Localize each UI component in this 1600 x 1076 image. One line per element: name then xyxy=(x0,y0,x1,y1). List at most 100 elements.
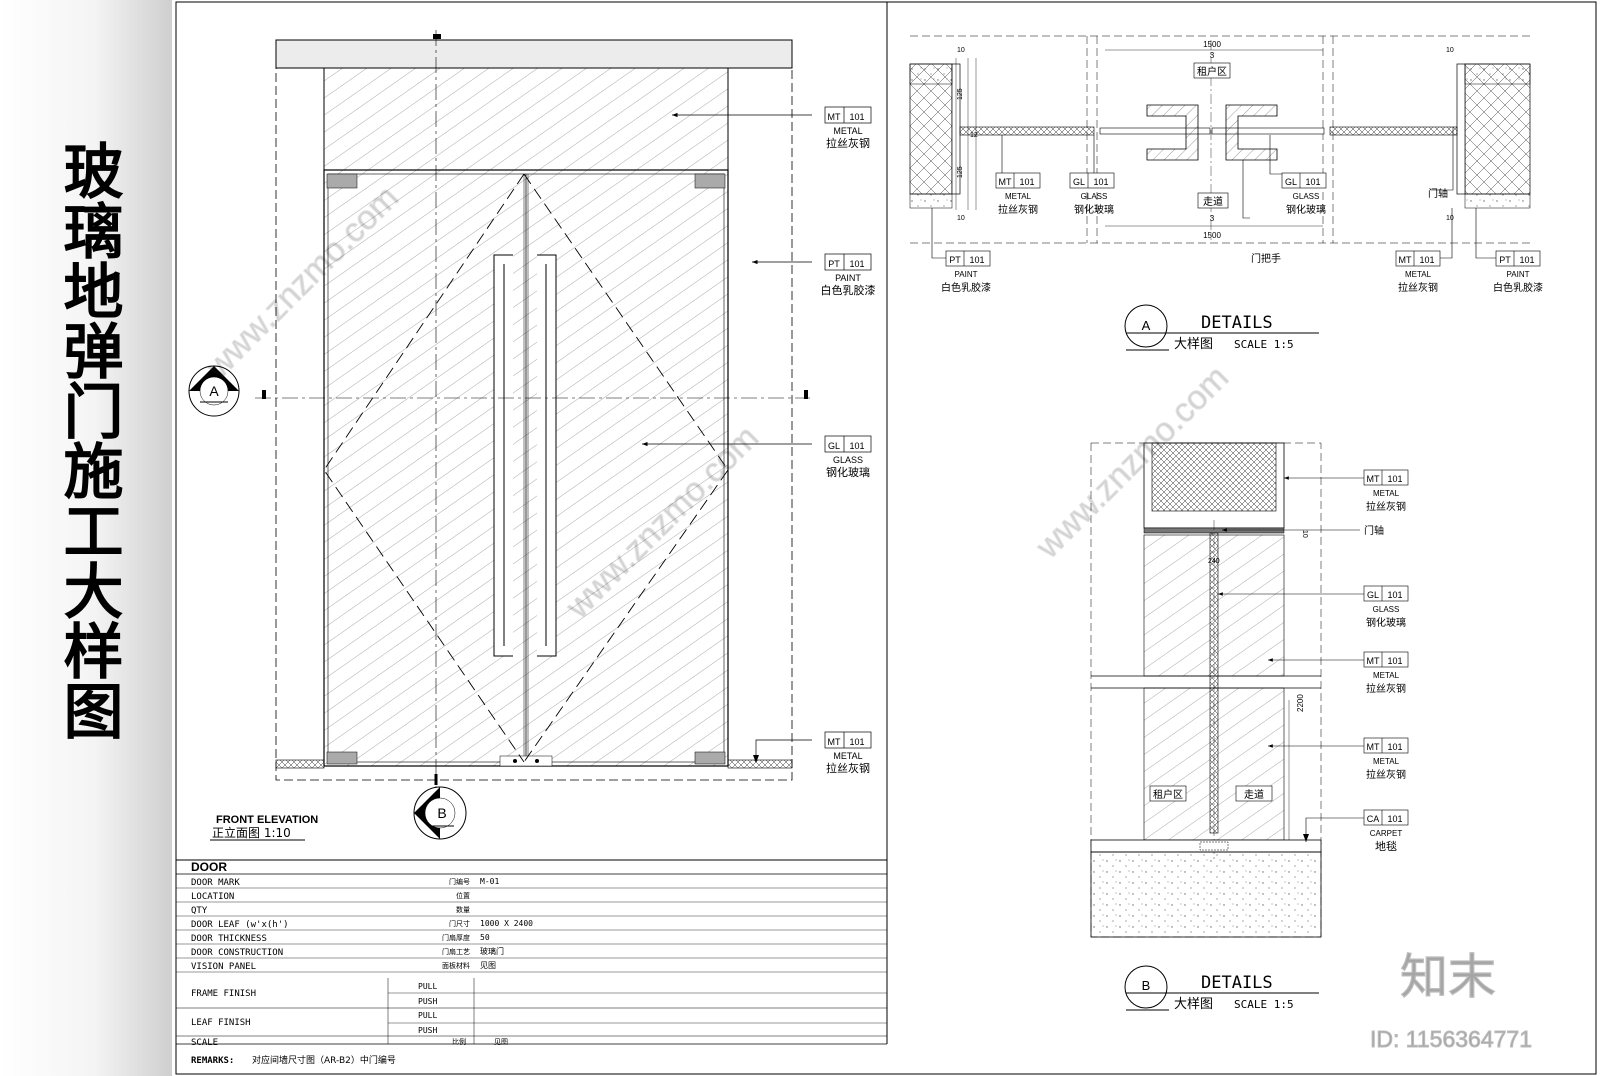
marker-a-letter: A xyxy=(209,383,219,399)
svg-text:比例: 比例 xyxy=(452,1037,466,1046)
svg-text:MT: MT xyxy=(999,177,1012,187)
svg-text:CARPET: CARPET xyxy=(1370,829,1403,838)
svg-text:101: 101 xyxy=(1519,255,1534,265)
svg-text:钢化玻璃: 钢化玻璃 xyxy=(1366,616,1406,629)
svg-text:GL: GL xyxy=(1073,177,1085,187)
detail-b-section: 10 240 2200 租户区 走道 MT 101 METAL 拉丝灰钢 门轴 … xyxy=(1090,442,1409,938)
svg-text:10: 10 xyxy=(957,47,965,54)
callout-pt-wall: PT 101 PAINT 白色乳胶漆 xyxy=(752,253,876,297)
svg-text:240: 240 xyxy=(1208,558,1220,565)
svg-text:大样图: 大样图 xyxy=(1174,997,1213,1012)
schedule-row-label: DOOR THICKNESS xyxy=(191,934,267,944)
section-marker-a: A xyxy=(188,365,240,417)
svg-text:大样图: 大样图 xyxy=(1174,337,1213,352)
schedule-row-cn: 数量 xyxy=(456,905,470,914)
watermark: 知末 ID: 1156364771 xyxy=(1370,948,1533,1052)
svg-text:PAINT: PAINT xyxy=(955,270,978,279)
schedule-header: DOOR xyxy=(191,860,227,874)
svg-text:101: 101 xyxy=(849,737,864,747)
svg-text:白色乳胶漆: 白色乳胶漆 xyxy=(941,281,991,294)
svg-text:钢化玻璃: 钢化玻璃 xyxy=(1286,203,1326,216)
svg-text:10: 10 xyxy=(1446,47,1454,54)
remarks-text: 对应间墙尺寸图（AR-B2）中门编号 xyxy=(252,1054,396,1066)
svg-text:101: 101 xyxy=(1093,177,1108,187)
svg-text:101: 101 xyxy=(1019,177,1034,187)
schedule-row-value: 50 xyxy=(480,933,490,942)
svg-text:1500: 1500 xyxy=(1203,40,1221,49)
svg-text:PT: PT xyxy=(1499,255,1511,265)
svg-text:B: B xyxy=(1142,978,1151,993)
detail-a-title: A DETAILS 大样图 SCALE 1:5 xyxy=(1124,304,1319,352)
schedule-row-label: QTY xyxy=(191,906,208,916)
svg-text:租户区: 租户区 xyxy=(1197,65,1227,78)
svg-text:METAL: METAL xyxy=(1373,757,1400,766)
svg-text:PAINT: PAINT xyxy=(1507,270,1530,279)
sheet-title: 玻璃地弹门施工大样图 xyxy=(53,140,123,740)
svg-text:101: 101 xyxy=(1387,742,1402,752)
leaf-finish-label: LEAF FINISH xyxy=(191,1018,251,1028)
schedule-row-value: 玻璃门 xyxy=(480,946,504,956)
svg-text:MT: MT xyxy=(1367,656,1380,666)
svg-text:DETAILS: DETAILS xyxy=(1201,973,1273,993)
svg-text:10: 10 xyxy=(1301,530,1308,538)
callout-mt-base: MT 101 METAL 拉丝灰钢 xyxy=(753,731,872,775)
svg-text:METAL: METAL xyxy=(1373,489,1400,498)
front-elevation-subtitle: 正立面图 1:10 xyxy=(212,825,291,840)
section-marker-b: B xyxy=(413,786,467,840)
svg-text:SCALE: SCALE xyxy=(191,1038,218,1048)
svg-text:GL: GL xyxy=(1367,590,1379,600)
label-pivot-a: 门轴 xyxy=(1428,187,1448,200)
schedule-row-label: DOOR LEAF (w'x(h') xyxy=(191,920,289,930)
svg-text:METAL: METAL xyxy=(1005,192,1032,201)
svg-text:走道: 走道 xyxy=(1244,788,1264,801)
svg-text:101: 101 xyxy=(849,259,864,269)
svg-text:101: 101 xyxy=(849,441,864,451)
svg-text:拉丝灰钢: 拉丝灰钢 xyxy=(826,136,870,150)
svg-text:3: 3 xyxy=(1210,214,1215,223)
svg-text:METAL: METAL xyxy=(1373,671,1400,680)
schedule-row-value: 1000 X 2400 xyxy=(480,919,533,928)
remarks-label: REMARKS: xyxy=(191,1056,234,1066)
svg-text:拉丝灰钢: 拉丝灰钢 xyxy=(1366,500,1406,513)
svg-text:10: 10 xyxy=(1446,215,1454,222)
detail-b-title: B DETAILS 大样图 SCALE 1:5 xyxy=(1124,965,1319,1012)
svg-text:101: 101 xyxy=(969,255,984,265)
callout-mt-top: MT 101 METAL 拉丝灰钢 xyxy=(672,106,872,150)
svg-text:PAINT: PAINT xyxy=(835,273,861,283)
front-elevation-title: FRONT ELEVATION xyxy=(216,814,318,826)
svg-text:101: 101 xyxy=(1387,474,1402,484)
svg-text:MT: MT xyxy=(1367,474,1380,484)
frame-finish-label: FRAME FINISH xyxy=(191,989,256,999)
svg-text:3: 3 xyxy=(1210,51,1215,60)
svg-text:PUSH: PUSH xyxy=(418,1026,437,1035)
svg-text:PUSH: PUSH xyxy=(418,997,437,1006)
svg-text:101: 101 xyxy=(1305,177,1320,187)
watermark-id: ID: 1156364771 xyxy=(1370,1026,1532,1052)
svg-text:101: 101 xyxy=(849,112,864,122)
schedule-row-label: DOOR MARK xyxy=(191,878,240,888)
svg-text:钢化玻璃: 钢化玻璃 xyxy=(1074,203,1114,216)
svg-text:租户区: 租户区 xyxy=(1153,788,1183,801)
svg-text:GL: GL xyxy=(828,441,840,451)
svg-text:SCALE 1:5: SCALE 1:5 xyxy=(1234,998,1294,1011)
svg-text:GL: GL xyxy=(1285,177,1297,187)
schedule-row-cn: 门扇工艺 xyxy=(442,947,470,956)
svg-text:A: A xyxy=(1142,318,1151,333)
svg-text:SCALE 1:5: SCALE 1:5 xyxy=(1234,338,1294,351)
sheet-border xyxy=(175,1,1597,1075)
svg-text:拉丝灰钢: 拉丝灰钢 xyxy=(998,203,1038,216)
svg-text:钢化玻璃: 钢化玻璃 xyxy=(826,465,870,479)
svg-text:GLASS: GLASS xyxy=(1293,192,1320,201)
svg-text:PT: PT xyxy=(949,255,961,265)
svg-text:125: 125 xyxy=(957,88,964,100)
marker-b-letter: B xyxy=(437,805,446,821)
svg-text:MT: MT xyxy=(828,112,841,122)
schedule-row-cn: 门扇厚度 xyxy=(442,933,470,942)
schedule-row-label: VISION PANEL xyxy=(191,962,256,972)
schedule-row-value: 见图 xyxy=(480,961,496,970)
front-elevation xyxy=(255,30,810,790)
svg-text:地毯: 地毯 xyxy=(1375,839,1397,853)
svg-text:2200: 2200 xyxy=(1296,694,1305,712)
schedule-row-cn: 门尺寸 xyxy=(449,919,470,928)
